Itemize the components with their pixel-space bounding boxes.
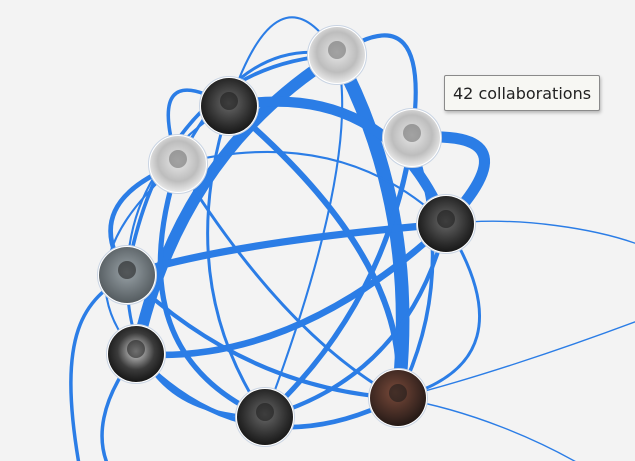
silhouette-head-icon xyxy=(169,150,187,168)
collaboration-edge-a6-a9[interactable] xyxy=(124,272,401,401)
outgoing-edge-a9-2[interactable] xyxy=(397,397,590,461)
silhouette-head-icon xyxy=(256,403,274,421)
collaboration-edge-a3-a8[interactable] xyxy=(262,135,415,420)
artist-node-a5[interactable] xyxy=(416,194,476,254)
artist-node-a7[interactable] xyxy=(106,324,166,384)
collaboration-edge-a1-a6[interactable] xyxy=(125,53,339,277)
collaborations-tooltip: 42 collaborations xyxy=(444,75,601,111)
artist-node-a3[interactable] xyxy=(382,108,442,168)
artist-node-a6[interactable] xyxy=(97,245,157,305)
artist-node-a9[interactable] xyxy=(368,368,428,428)
collaboration-edge-a1-a7[interactable] xyxy=(130,49,343,360)
collaboration-edge-a4-a8[interactable] xyxy=(157,161,268,420)
collaboration-edge-a2-a5[interactable] xyxy=(223,96,452,230)
silhouette-head-icon xyxy=(437,210,455,228)
silhouette-head-icon xyxy=(118,261,136,279)
silhouette-head-icon xyxy=(220,92,238,110)
artist-node-a4[interactable] xyxy=(148,134,208,194)
artist-node-a1[interactable] xyxy=(307,25,367,85)
collaboration-edge-a6-a8[interactable] xyxy=(125,273,267,419)
silhouette-head-icon xyxy=(403,124,421,142)
collaboration-edge-a7-a5[interactable] xyxy=(132,220,450,359)
collaboration-edge-a5-a4[interactable] xyxy=(176,150,448,226)
nodes-layer xyxy=(97,25,476,447)
collaboration-edge-a5-a9[interactable] xyxy=(396,222,481,400)
artist-node-a8[interactable] xyxy=(235,387,295,447)
silhouette-head-icon xyxy=(328,41,346,59)
collaboration-edge-a2-a8[interactable] xyxy=(206,104,267,419)
tooltip-text: 42 collaborations xyxy=(453,84,592,103)
collaboration-edge-a2-a9[interactable] xyxy=(226,103,402,401)
collaboration-edge-a3-a9[interactable] xyxy=(396,136,435,400)
collaboration-edge-a4-a9[interactable] xyxy=(176,162,400,400)
artist-node-a2[interactable] xyxy=(199,76,259,136)
collaboration-edge-a1-a8[interactable] xyxy=(263,53,344,419)
silhouette-head-icon xyxy=(127,340,145,358)
silhouette-head-icon xyxy=(389,384,407,402)
